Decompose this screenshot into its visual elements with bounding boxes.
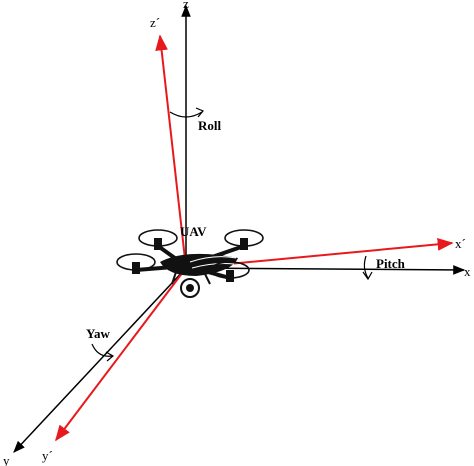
y-axis (13, 267, 187, 453)
yaw-rotation-icon (91, 343, 115, 362)
z-prime-axis-label: z´ (150, 15, 160, 30)
pitch-rotation-icon (362, 255, 373, 281)
x-prime-axis-label: x´ (455, 236, 466, 251)
y-axis-label: y (3, 453, 10, 466)
yaw-label: Yaw (86, 326, 110, 341)
y-prime-axis (55, 267, 187, 442)
roll-rotation-icon (169, 107, 204, 118)
x-axis-label: x (464, 264, 471, 279)
uav-label: UAV (180, 224, 207, 239)
quadcopter-icon (116, 229, 264, 298)
roll-label: Roll (198, 118, 222, 133)
x-axis (185, 265, 466, 275)
pitch-label: Pitch (376, 256, 406, 271)
z-axis-label: z (183, 0, 189, 11)
y-prime-axis-label: y´ (42, 448, 53, 463)
z-prime-axis (155, 34, 187, 269)
